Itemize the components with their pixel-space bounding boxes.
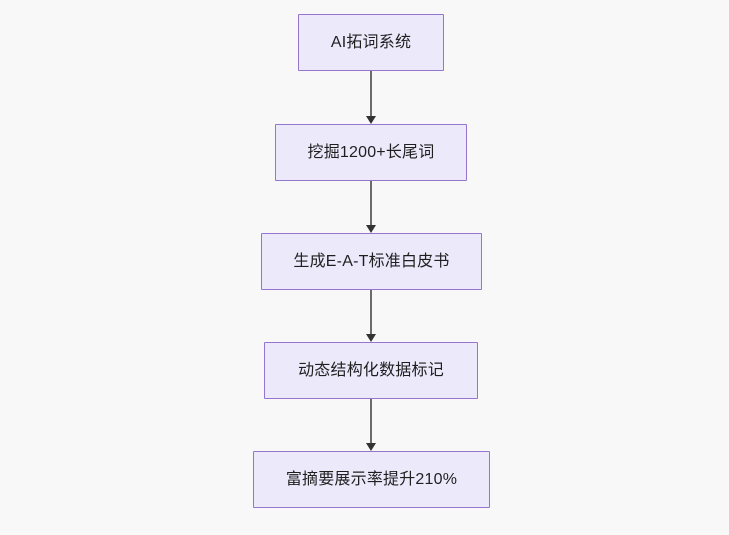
arrowhead-icon [366,225,376,233]
connector-node3-node4 [366,290,376,342]
flowchart-node-rich-snippet-impression-uplift[interactable]: 富摘要展示率提升210% [253,451,490,508]
connector-line [370,399,372,443]
node-label: 动态结构化数据标记 [298,361,444,379]
arrowhead-icon [366,116,376,124]
connector-node4-node5 [366,399,376,451]
node-label: 生成E-A-T标准白皮书 [293,252,450,270]
connector-line [370,290,372,334]
flowchart-node-generate-eat-whitepaper[interactable]: 生成E-A-T标准白皮书 [261,233,482,290]
connector-line [370,71,372,116]
node-label: 富摘要展示率提升210% [285,470,458,488]
connector-node2-node3 [366,181,376,233]
connector-node1-node2 [366,71,376,124]
flowchart-node-mine-longtail-keywords[interactable]: 挖掘1200+长尾词 [275,124,467,181]
flowchart-node-dynamic-structured-data-markup[interactable]: 动态结构化数据标记 [264,342,478,399]
node-label: AI拓词系统 [330,33,412,51]
node-label: 挖掘1200+长尾词 [307,143,435,161]
arrowhead-icon [366,443,376,451]
arrowhead-icon [366,334,376,342]
flowchart-node-ai-keyword-system[interactable]: AI拓词系统 [298,14,444,71]
connector-line [370,181,372,225]
